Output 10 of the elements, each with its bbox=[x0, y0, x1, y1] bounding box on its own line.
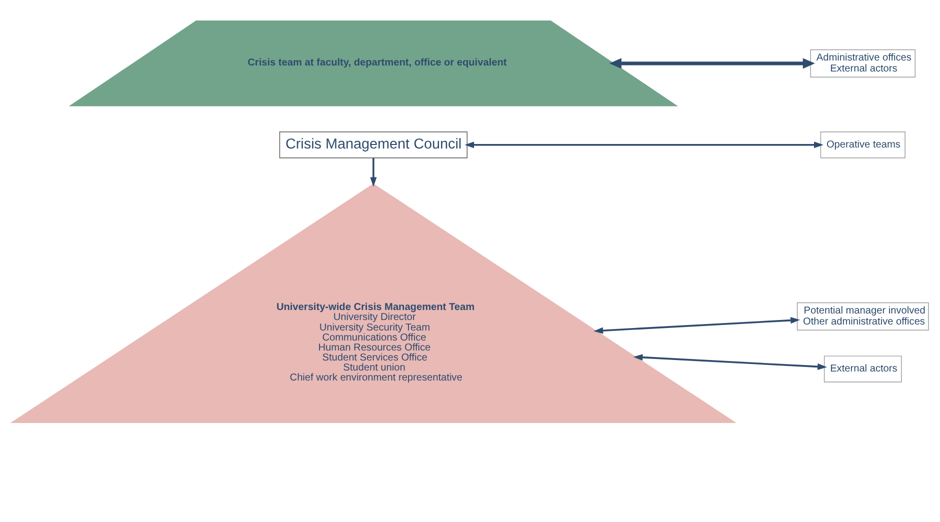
arrow bbox=[464, 141, 824, 148]
node-box: Crisis Management Council bbox=[279, 131, 468, 158]
node-box: External actors bbox=[824, 355, 902, 382]
node-box: Administrative offices External actors bbox=[810, 48, 916, 77]
arrow bbox=[609, 58, 815, 68]
arrow bbox=[594, 316, 800, 334]
arrow bbox=[633, 354, 827, 370]
node-box: Operative teams bbox=[820, 131, 906, 158]
node-box: Potential manager involved Other administrative offices bbox=[796, 302, 929, 330]
arrow bbox=[370, 158, 377, 186]
